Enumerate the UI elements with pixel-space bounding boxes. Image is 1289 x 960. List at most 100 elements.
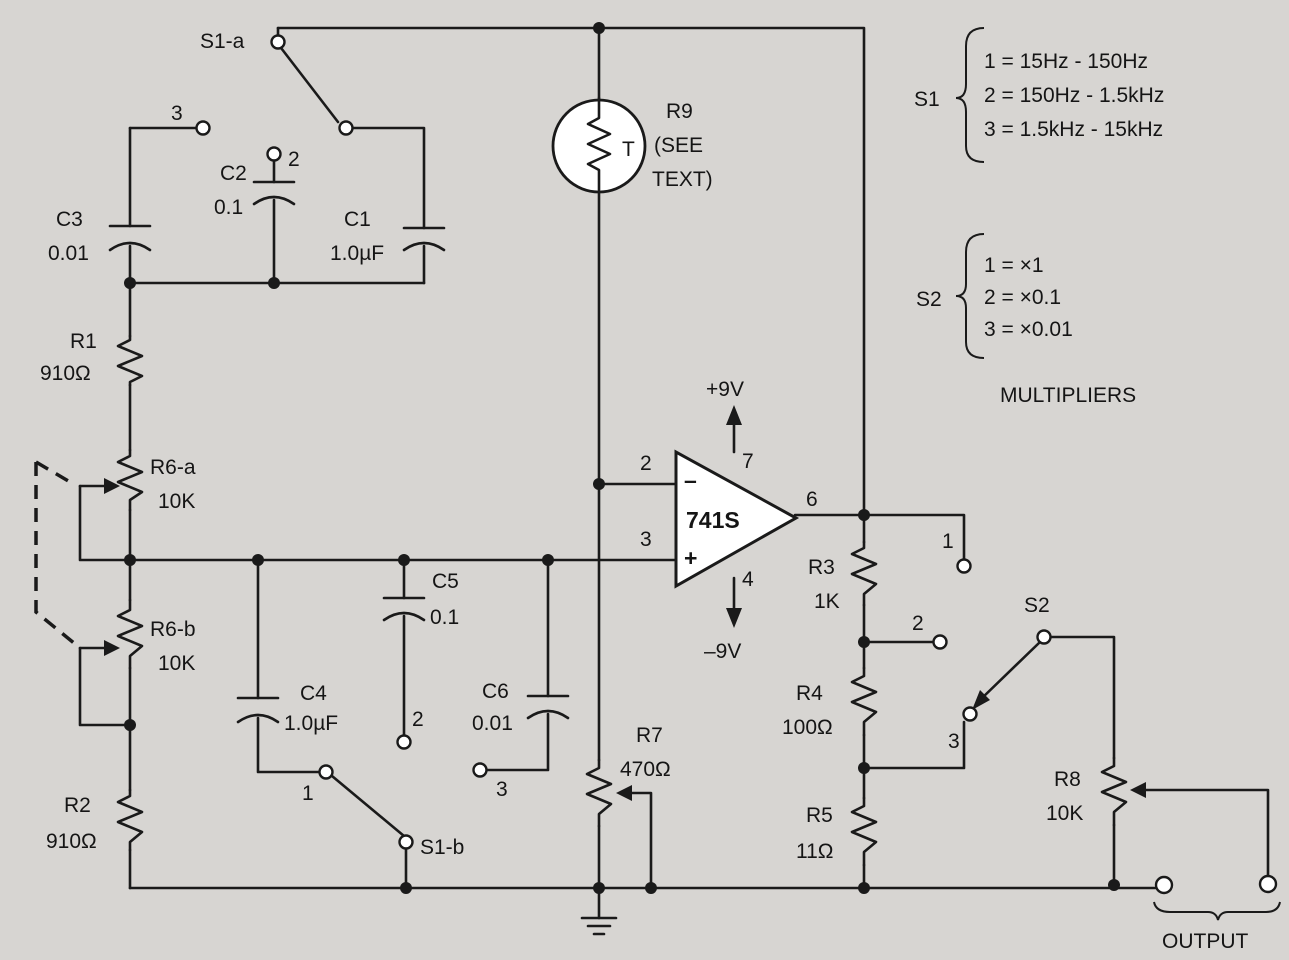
resistor-r3 bbox=[850, 540, 878, 607]
c2-value: 0.1 bbox=[214, 196, 243, 219]
c6-value: 0.01 bbox=[472, 712, 513, 735]
vminus-arrow bbox=[726, 608, 742, 628]
s2-blade bbox=[972, 640, 1042, 710]
s2-pos3-label: 3 bbox=[948, 730, 960, 753]
r4-name: R4 bbox=[796, 682, 823, 705]
capacitor-c1 bbox=[402, 226, 446, 252]
r9-name: R9 bbox=[666, 100, 693, 123]
r5-value: 11Ω bbox=[796, 840, 834, 863]
c3-value: 0.01 bbox=[48, 242, 89, 265]
s1a-label: S1-a bbox=[200, 30, 245, 53]
vplus-label: +9V bbox=[706, 378, 744, 401]
r9-symbol: T bbox=[622, 138, 635, 161]
opamp-pin-4: 4 bbox=[742, 568, 754, 591]
r6b-name: R6-b bbox=[150, 618, 196, 641]
wires bbox=[78, 26, 1270, 920]
capacitor-c5 bbox=[382, 596, 426, 622]
thermistor-r9: T bbox=[551, 96, 647, 194]
c5-value: 0.1 bbox=[430, 606, 459, 629]
s1b-pos3-label: 3 bbox=[496, 778, 508, 801]
output-terminal-1 bbox=[1154, 875, 1174, 895]
labels: S1-a 3 2 C2 0.1 C1 1.0µF C3 0.01 R1 910Ω… bbox=[40, 30, 1249, 953]
r4-value: 100Ω bbox=[782, 716, 833, 739]
opamp-pin-7: 7 bbox=[742, 450, 754, 473]
c3-name: C3 bbox=[56, 208, 83, 231]
opamp-pin-6: 6 bbox=[806, 488, 818, 511]
resistor-r6a bbox=[78, 448, 144, 512]
s2-legend-item-2: 2 = ×0.1 bbox=[984, 286, 1061, 309]
r6a-name: R6-a bbox=[150, 456, 196, 479]
gang-link bbox=[34, 462, 82, 650]
r7-value: 470Ω bbox=[620, 758, 671, 781]
gang-link-top bbox=[35, 460, 71, 484]
r6b-value: 10K bbox=[158, 652, 195, 675]
s1a-pos3-label: 3 bbox=[171, 102, 183, 125]
r6a-value: 10K bbox=[158, 490, 195, 513]
s2-label: S2 bbox=[1024, 594, 1050, 617]
s1-legend-brace bbox=[955, 27, 985, 163]
s2-pos1-label: 1 bbox=[942, 530, 954, 553]
opamp-plus: + bbox=[684, 545, 697, 571]
r9-note-1: (SEE bbox=[654, 134, 703, 157]
vminus-label: –9V bbox=[704, 640, 741, 663]
s1b-label: S1-b bbox=[420, 836, 464, 859]
resistor-r2 bbox=[116, 788, 144, 852]
capacitor-c3 bbox=[108, 224, 152, 252]
junctions bbox=[124, 22, 1120, 894]
s1-legend-label: S1 bbox=[914, 88, 940, 111]
capacitor-c6 bbox=[526, 694, 570, 720]
vplus-arrow bbox=[726, 405, 742, 425]
output-label: OUTPUT bbox=[1162, 930, 1249, 953]
c6-name: C6 bbox=[482, 680, 509, 703]
s1b-pos1-label: 1 bbox=[302, 782, 314, 805]
c2-name: C2 bbox=[220, 162, 247, 185]
c5-name: C5 bbox=[432, 570, 459, 593]
resistor-r1 bbox=[116, 334, 144, 387]
s1-legend-item-3: 3 = 1.5kHz - 15kHz bbox=[984, 118, 1163, 141]
r1-value: 910Ω bbox=[40, 362, 91, 385]
s2-pos2-label: 2 bbox=[912, 612, 924, 635]
r3-name: R3 bbox=[808, 556, 835, 579]
opamp-pin-3: 3 bbox=[640, 528, 652, 551]
c4-value: 1.0µF bbox=[284, 712, 338, 735]
capacitor-c2 bbox=[252, 180, 296, 206]
capacitor-c4 bbox=[236, 696, 280, 724]
r2-name: R2 bbox=[64, 794, 91, 817]
output-brace bbox=[1153, 901, 1281, 921]
switch-terminals bbox=[195, 34, 1278, 895]
opamp-741s: 741S – + bbox=[674, 449, 800, 589]
r2-value: 910Ω bbox=[46, 830, 97, 853]
s1-legend-item-1: 1 = 15Hz - 150Hz bbox=[984, 50, 1148, 73]
resistor-r8 bbox=[1100, 756, 1146, 827]
r5-name: R5 bbox=[806, 804, 833, 827]
output-terminal-2 bbox=[1258, 874, 1278, 894]
r9-note-2: TEXT) bbox=[652, 168, 713, 191]
s1-legend-item-2: 2 = 150Hz - 1.5kHz bbox=[984, 84, 1164, 107]
c1-name: C1 bbox=[344, 208, 371, 231]
resistor-r4 bbox=[850, 666, 878, 737]
opamp-name: 741S bbox=[686, 507, 740, 533]
s2-legend-brace bbox=[955, 233, 985, 359]
s2-legend-item-1: 1 = ×1 bbox=[984, 254, 1044, 277]
resistor-r6b bbox=[78, 598, 144, 670]
resistor-r5 bbox=[850, 796, 878, 867]
s1a-pos2-label: 2 bbox=[288, 148, 300, 171]
c4-name: C4 bbox=[300, 682, 327, 705]
r8-name: R8 bbox=[1054, 768, 1081, 791]
r1-name: R1 bbox=[70, 330, 97, 353]
resistor-r7 bbox=[585, 758, 632, 828]
s2-legend-item-3: 3 = ×0.01 bbox=[984, 318, 1073, 341]
s1a-blade bbox=[276, 42, 340, 124]
r7-name: R7 bbox=[636, 724, 663, 747]
s2-legend-caption: MULTIPLIERS bbox=[1000, 384, 1136, 407]
opamp-minus: – bbox=[684, 467, 697, 493]
r8-value: 10K bbox=[1046, 802, 1083, 825]
s1b-pos2-label: 2 bbox=[412, 708, 424, 731]
s2-legend-label: S2 bbox=[916, 288, 942, 311]
c1-value: 1.0µF bbox=[330, 242, 384, 265]
r3-value: 1K bbox=[814, 590, 840, 613]
ground-icon bbox=[580, 916, 618, 936]
opamp-pin-2: 2 bbox=[640, 452, 652, 475]
s1b-blade bbox=[330, 774, 406, 838]
